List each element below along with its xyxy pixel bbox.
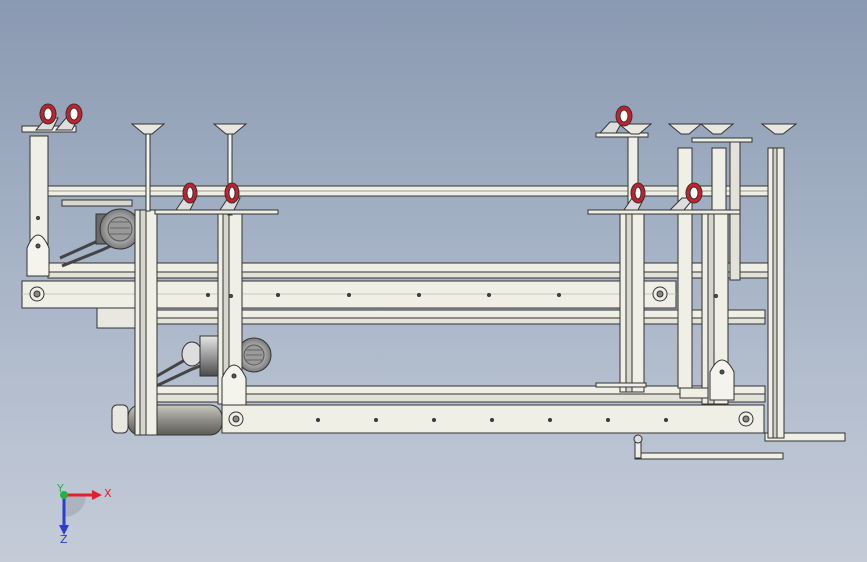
caster-wheel-6 — [623, 182, 646, 211]
coordinate-triad-icon — [59, 490, 102, 535]
caster-wheel-3 — [175, 182, 198, 211]
base-plate — [764, 432, 846, 442]
funnel-3 — [617, 123, 653, 135]
funnel-2 — [212, 123, 248, 135]
caster-wheel-4 — [219, 182, 241, 211]
funnel-4 — [667, 123, 703, 135]
caster-wheel-5 — [598, 105, 633, 134]
funnel-5 — [699, 123, 735, 135]
left-end-post — [29, 135, 49, 247]
funnel-1 — [130, 123, 166, 135]
caster-wheel-2 — [54, 103, 83, 131]
triad-x-label: X — [104, 487, 112, 500]
caster-wheel-1 — [34, 103, 59, 131]
triad-y-label: Y — [56, 482, 64, 495]
triad-z-label: Z — [60, 533, 68, 546]
caster-wheel-7 — [668, 182, 703, 211]
funnel-6 — [760, 123, 798, 135]
